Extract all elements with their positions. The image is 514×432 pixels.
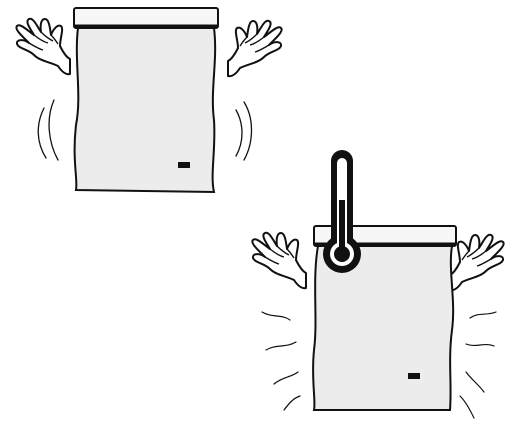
warm-freezer [251, 150, 505, 419]
chest-freezer [73, 7, 219, 194]
cold-freezer [15, 7, 283, 194]
freezer-body [312, 245, 455, 411]
right-hand-icon [227, 19, 283, 78]
left-hand-icon [15, 17, 71, 76]
freezer-body [73, 27, 217, 194]
left-hand-icon [251, 231, 307, 290]
freezer-handle [178, 162, 190, 168]
thermometer-icon [323, 150, 361, 273]
shiver-lines [37, 99, 253, 161]
freezer-handle [408, 373, 420, 379]
freezer-lid [73, 7, 219, 29]
right-hand-icon [449, 233, 505, 292]
heat-lines [261, 311, 497, 419]
